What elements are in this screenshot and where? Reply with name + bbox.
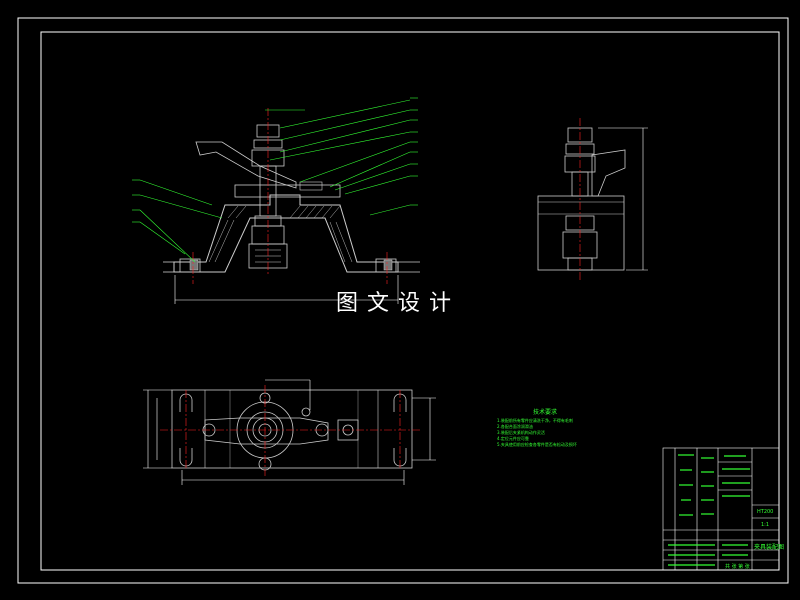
- top-dimensions: [143, 379, 436, 485]
- top-base: [171, 389, 413, 469]
- title-block-drawing-title: 夹具装配图: [754, 544, 785, 551]
- side-view: [537, 118, 648, 282]
- top-view: [143, 379, 436, 485]
- title-block: [662, 447, 780, 571]
- watermark-text: 图文设计: [336, 291, 461, 316]
- title-block-material: HT200: [757, 509, 774, 515]
- center-nut: [236, 392, 311, 471]
- top-clamp-arm: [204, 417, 329, 445]
- tech-req-item: 5.夹具使用前应检查各零件是否有松动及损坏: [497, 442, 577, 447]
- front-balloon-ticks: [132, 97, 418, 223]
- tech-req-item: 4.定位元件应可靠: [497, 436, 529, 441]
- plate-insert: [299, 181, 323, 191]
- technical-requirements-title: 技术要求: [533, 409, 558, 416]
- clamp-arm: [195, 141, 297, 189]
- title-block-scale: 1:1: [761, 522, 770, 528]
- drawing-frame: [17, 17, 789, 584]
- front-leaders: [139, 99, 411, 263]
- technical-requirements-list: 1.装配前所有零件应清洗干净，不得有毛刺 2.各配合面涂润滑油 3.装配后夹紧机…: [497, 418, 577, 448]
- tech-req-item: 1.装配前所有零件应清洗干净，不得有毛刺: [497, 418, 573, 423]
- side-body: [537, 195, 625, 271]
- side-dimension: [598, 127, 648, 271]
- title-block-sheet: 共 张 第 张: [725, 564, 750, 570]
- side-clamp-arm: [591, 149, 626, 197]
- title-block-marks: [668, 454, 750, 566]
- front-centerlines: [192, 108, 388, 284]
- fixture-body: [163, 194, 420, 273]
- front-dimension: [174, 275, 399, 304]
- front-view: [132, 97, 420, 304]
- tech-req-item: 2.各配合面涂润滑油: [497, 424, 533, 429]
- tech-req-item: 3.装配后夹紧机构动作灵活: [497, 430, 545, 435]
- foot-bolts: [189, 259, 393, 271]
